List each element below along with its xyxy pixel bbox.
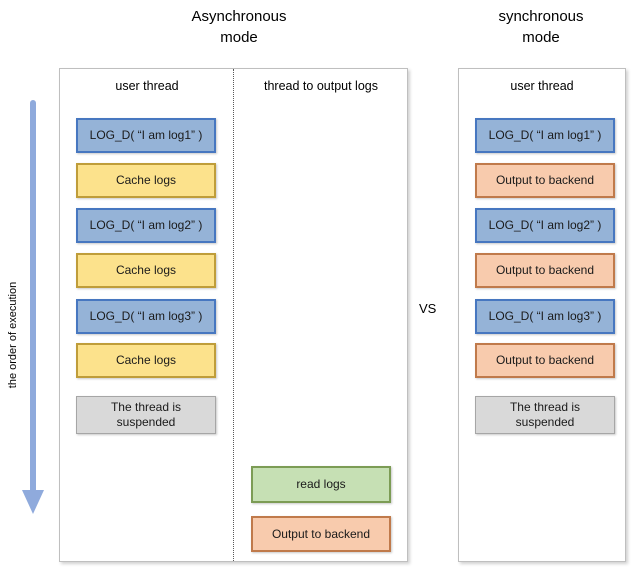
step-box-log3: LOG_D( “I am log3” ) (76, 299, 216, 334)
title-asynchronous-mode: Asynchronous mode (191, 8, 287, 46)
vs-label: VS (419, 301, 437, 316)
synchronous-panel: user thread LOG_D( “I am log1” ) Output … (458, 68, 626, 562)
arrow-shaft (30, 100, 36, 492)
arrow-head-icon (22, 490, 44, 514)
step-box-log2: LOG_D( “I am log2” ) (475, 208, 615, 243)
step-box-output-1: Output to backend (475, 163, 615, 198)
execution-order-label: the order of execution (7, 281, 19, 389)
right-user-thread-header: user thread (510, 79, 574, 93)
step-box-cache-1: Cache logs (76, 163, 216, 198)
title-synchronous-mode: synchronous mode (498, 8, 584, 46)
left-user-thread-header: user thread (115, 79, 179, 93)
step-box-suspended: The thread is suspended (76, 396, 216, 434)
step-box-output-to-backend: Output to backend (251, 516, 391, 552)
step-box-log1: LOG_D( “I am log1” ) (475, 118, 615, 153)
asynchronous-panel: user thread thread to output logs LOG_D(… (59, 68, 408, 562)
step-box-log1: LOG_D( “I am log1” ) (76, 118, 216, 153)
step-box-log2: LOG_D( “I am log2” ) (76, 208, 216, 243)
step-box-log3: LOG_D( “I am log3” ) (475, 299, 615, 334)
step-box-cache-3: Cache logs (76, 343, 216, 378)
step-box-cache-2: Cache logs (76, 253, 216, 288)
step-box-suspended: The thread is suspended (475, 396, 615, 434)
execution-order-arrow-icon (22, 100, 44, 514)
step-box-output-3: Output to backend (475, 343, 615, 378)
step-box-output-2: Output to backend (475, 253, 615, 288)
step-box-read-logs: read logs (251, 466, 391, 503)
left-output-thread-header: thread to output logs (264, 79, 378, 93)
thread-divider-dotted-line (233, 69, 234, 561)
